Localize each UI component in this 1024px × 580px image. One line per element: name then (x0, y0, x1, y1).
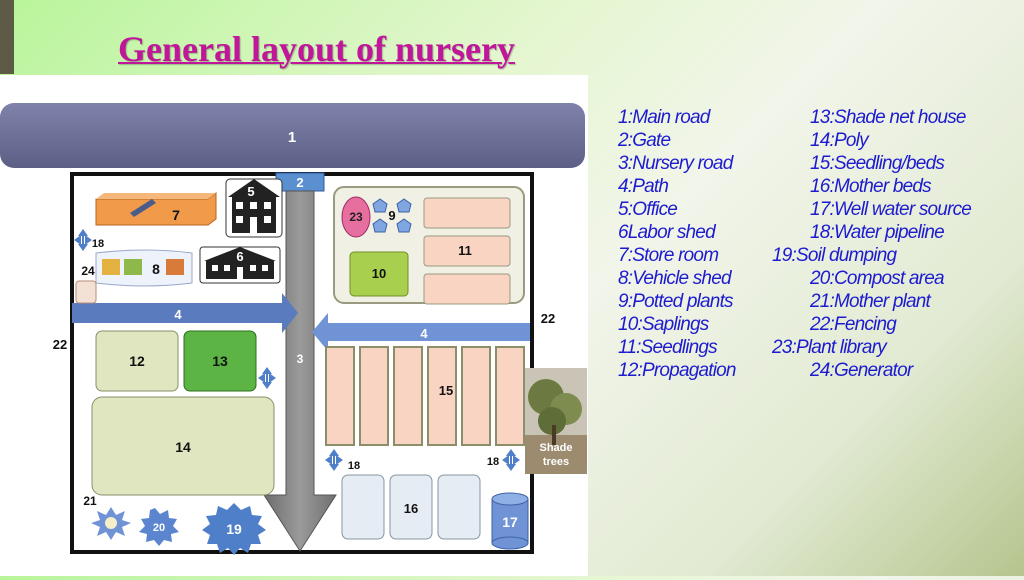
seedling-bed (495, 346, 525, 446)
generator-icon (75, 280, 97, 304)
label-fencing-22-left: 22 (53, 337, 67, 352)
legend-item: 22:Fencing (810, 314, 897, 335)
label-saplings-10: 10 (372, 266, 386, 281)
legend-item: 16:Mother beds (810, 176, 932, 197)
seedlings-bed-1 (423, 197, 511, 229)
label-main-road-1: 1 (288, 129, 296, 146)
legend-item: 12:Propagation (618, 360, 736, 381)
label-soil-dumping-19: 19 (226, 521, 242, 537)
left-accent-bar (0, 0, 14, 74)
vehicle-shed (95, 249, 193, 287)
mother-bed (389, 474, 433, 540)
store-room-top (96, 193, 216, 199)
soil-dumping-area (202, 503, 266, 555)
seedling-bed (461, 346, 491, 446)
legend-item: 17:Well water source (810, 199, 972, 220)
plant-library (341, 196, 371, 238)
label-compost-20: 20 (153, 522, 165, 534)
legend-item: 23:Plant library (772, 337, 887, 358)
label-shade-net-house-13: 13 (212, 353, 228, 369)
shade-trees-image (525, 368, 587, 474)
nursery-layout-svg: 1 2 3 4 4 7 5 6 (0, 103, 587, 555)
label-well-water-17: 17 (502, 514, 518, 530)
legend-item: 15:Seedling/beds (810, 153, 945, 174)
legend-item: 18:Water pipeline (810, 222, 945, 243)
label-gate-2: 2 (296, 175, 303, 190)
legend-item: 20:Compost area (810, 268, 945, 289)
labor-shed (199, 246, 281, 284)
water-pipeline-icon-bottom-right (502, 449, 520, 471)
mother-bed (437, 474, 481, 540)
nursery-layout-diagram: 1 2 3 4 4 7 5 6 (0, 75, 588, 576)
slide-title: General layout of nursery (118, 29, 515, 69)
legend-item: 14:Poly (810, 130, 869, 151)
legend-item: 4:Path (618, 176, 669, 197)
label-labor-shed-6: 6 (236, 249, 243, 264)
water-pipeline-icon-bottom-left (325, 449, 343, 471)
legend-item: 19:Soil dumping (772, 245, 897, 266)
shade-trees-label-line1: Shade (539, 442, 572, 454)
path-left-arrow (72, 293, 298, 333)
legend-column-2: 13:Shade net house 14:Poly 15:Seedling/b… (772, 106, 972, 382)
water-pipeline-icon-left (74, 229, 92, 251)
label-seedlings-11: 11 (458, 243, 472, 258)
seedlings-bed-3 (423, 273, 511, 305)
label-generator-24: 24 (81, 264, 95, 278)
seedling-bed (393, 346, 423, 446)
legend-item: 3:Nursery road (618, 153, 733, 174)
label-mother-beds-16: 16 (404, 501, 418, 516)
path-right-arrow (312, 313, 530, 351)
legend-column-1: 1:Main road 2:Gate 3:Nursery road 4:Path… (618, 106, 736, 382)
label-water-pipeline-18c: 18 (487, 456, 499, 468)
label-mother-plant-21: 21 (83, 494, 97, 508)
legend-item: 2:Gate (618, 130, 671, 151)
shade-net-house (183, 330, 257, 392)
poly-house (91, 396, 275, 496)
legend-item: 10:Saplings (618, 314, 709, 335)
legend-item: 24:Generator (810, 360, 913, 381)
mother-bed (341, 474, 385, 540)
compost-area (139, 508, 179, 546)
legend-item: 1:Main road (618, 107, 710, 128)
office-building (225, 178, 283, 238)
legend-item: 7:Store room (618, 245, 719, 266)
label-poly-14: 14 (175, 439, 191, 455)
legend-item: 8:Vehicle shed (618, 268, 732, 289)
seedlings-bed-2 (423, 235, 511, 267)
label-water-pipeline-18b: 18 (348, 460, 360, 472)
label-path-4-left: 4 (174, 307, 182, 322)
label-office-5: 5 (247, 184, 254, 199)
label-path-4-right: 4 (420, 326, 428, 341)
propagation-area (95, 330, 179, 392)
main-road (0, 103, 585, 168)
legend-item: 6Labor shed (618, 222, 716, 243)
nursery-road-arrow (263, 190, 337, 552)
label-vehicle-shed-8: 8 (152, 261, 160, 277)
seedling-bed (325, 346, 355, 446)
legend-item: 13:Shade net house (810, 107, 967, 128)
legend-item: 9:Potted plants (618, 291, 734, 312)
legend-item: 21:Mother plant (810, 291, 931, 312)
wrench-icon (130, 199, 156, 217)
seedling-bed (427, 346, 457, 446)
label-propagation-12: 12 (129, 353, 145, 369)
well-water-tank (491, 492, 529, 550)
legend-item: 11:Seedlings (618, 337, 718, 358)
shade-trees-label-line2: trees (543, 456, 569, 468)
seedling-beds-group (325, 346, 525, 446)
legend-item: 5:Office (618, 199, 678, 220)
seedling-bed (359, 346, 389, 446)
label-water-pipeline-18a: 18 (92, 238, 104, 250)
label-nursery-road-3: 3 (297, 352, 304, 366)
label-potted-plants-9: 9 (388, 208, 395, 223)
mother-plant-flower (105, 517, 117, 529)
label-seedling-beds-15: 15 (439, 383, 453, 398)
saplings-bed (349, 251, 409, 297)
label-fencing-22-right: 22 (541, 311, 555, 326)
potted-plants (372, 198, 412, 233)
label-plant-library-23: 23 (349, 210, 363, 224)
label-store-room-7: 7 (172, 207, 180, 223)
water-pipeline-icon-mid (258, 367, 276, 389)
